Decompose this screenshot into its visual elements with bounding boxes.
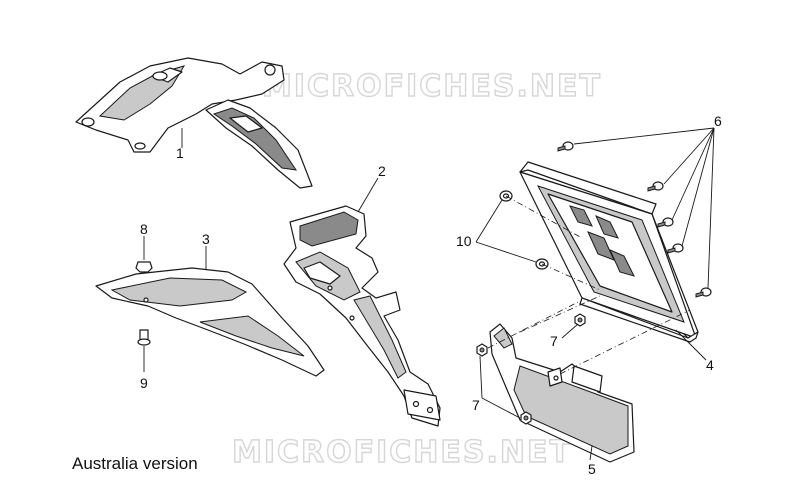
callout-2: 2 [378, 163, 386, 179]
watermark-top: MICROFICHES.NET [262, 69, 602, 104]
version-caption: Australia version [72, 454, 198, 473]
callout-7-lower: 7 [472, 397, 480, 413]
part-1-rear-fender [75, 57, 313, 189]
part-2-plate-bracket [283, 205, 441, 427]
part-5-lower-bracket [489, 323, 635, 463]
assembly-lines [487, 195, 691, 375]
callout-5: 5 [588, 461, 596, 477]
part-7-nuts [476, 313, 586, 425]
callout-6: 6 [714, 113, 722, 129]
callout-1: 1 [176, 145, 184, 161]
watermark-bottom: MICROFICHES.NET [232, 435, 572, 470]
part-9-screw [137, 329, 151, 372]
part-4-plate-frame [519, 161, 699, 343]
part-8-grommet [135, 236, 153, 273]
callout-4: 4 [706, 357, 714, 373]
callout-9: 9 [140, 375, 148, 391]
part-10-washers [499, 190, 549, 270]
leader-lines [181, 127, 715, 461]
callout-3: 3 [202, 231, 210, 247]
part-6-screws [557, 141, 712, 298]
callout-8: 8 [140, 221, 148, 237]
callout-10: 10 [456, 233, 472, 249]
part-3-under-tray [95, 267, 325, 377]
callout-7-upper: 7 [550, 333, 558, 349]
